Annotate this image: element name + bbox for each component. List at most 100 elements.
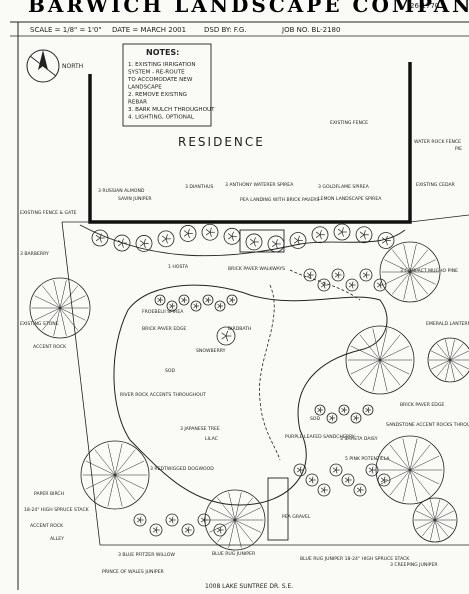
shrub-symbol (338, 404, 350, 416)
shrub-symbol (329, 463, 343, 477)
shrub-symbol (303, 268, 317, 282)
shrub-symbol (353, 483, 367, 497)
plant-label-russian-almond: 3 RUSSIAN ALMOND (98, 188, 145, 194)
paver-walkway (259, 284, 281, 461)
plant-label-accent-rock-low: ACCENT ROCK (30, 523, 64, 529)
residence-label: RESIDENCE (178, 135, 265, 149)
plant-label-brick-paver-edge: BRICK PAVER EDGE (142, 326, 186, 332)
address-label: 1008 LAKE SUNTREE DR. S.E. (205, 583, 293, 590)
plant-label-river-rock: RIVER ROCK ACCENTS THROUGHOUT (120, 392, 206, 398)
shrub-symbol (179, 225, 197, 242)
plant-label-redtwig: 3 REDTWIGGED DOGWOOD (150, 466, 214, 472)
plant-label-birdbath: BIRDBATH (228, 326, 251, 332)
plant-label-sod-left: SOD (165, 368, 176, 374)
plant-label-pink-pieris: 5 PINK POTENTILLA (345, 456, 390, 462)
shrub-symbol (165, 513, 179, 527)
note-line: 3. BARK MULCH THROUGHOUT (128, 107, 215, 113)
tree-symbol (345, 325, 415, 395)
plant-label-brick-paver-walkways: BRICK PAVER WALKWAYS (228, 266, 285, 272)
plant-label-snowberry: SNOWBERRY (196, 348, 226, 354)
lawn-outline (113, 284, 388, 506)
plant-label-anthony-waterer: 3 ANTHONY WATERER SPIREA (225, 182, 294, 188)
shrub-symbol (345, 278, 359, 292)
shrub-symbol (181, 523, 195, 537)
plant-label-blue-pfitzer: 3 BLUE PFITZER WILLOW (118, 552, 175, 558)
shrub-symbol (135, 235, 153, 252)
note-line: TO ACCOMODATE NEW (127, 77, 193, 83)
shrub-symbol (359, 268, 373, 282)
shrub-symbol (133, 513, 147, 527)
plant-label-lemon-landscape: LEMON LANDSCAPE SPIREA (318, 196, 382, 202)
paver-walkway-2 (289, 269, 361, 301)
plant-label-accent-rock: ACCENT ROCK (33, 344, 67, 350)
shrub-symbol (317, 483, 331, 497)
shrub-symbol (213, 523, 227, 537)
plant-label-barberry: 3 BARBERRY (20, 251, 49, 257)
shrub-symbol (154, 294, 166, 306)
north-arrow-icon (26, 49, 60, 83)
shrub-symbol (305, 473, 319, 487)
plant-label-lilac: LILAC (205, 436, 218, 442)
tree-symbol (412, 497, 458, 543)
plant-label-brick-paver-edge-r: BRICK PAVER EDGE (400, 402, 444, 408)
shrub-symbol (113, 234, 131, 252)
phone-number: 26-1770 (410, 2, 439, 10)
plant-label-blue-rug: BLUE RUG JUNIPER (212, 551, 256, 557)
shrub-symbol (326, 412, 338, 424)
shrub-symbol (201, 223, 219, 241)
plant-label-pea-landing: PEA LANDING WITH BRICK PAVERS (240, 197, 319, 203)
plant-label-froebeli: FROEBELII SPIREA (142, 309, 184, 315)
company-title: BARWICH LANDSCAPE COMPANY (28, 0, 469, 17)
shrub-symbol (333, 223, 351, 241)
tree-symbol (80, 440, 150, 510)
note-line: LANDSCAPE (128, 85, 162, 91)
notes-title: NOTES: (146, 48, 179, 57)
shrub-symbol (293, 463, 307, 477)
note-line: REBAR (128, 100, 147, 106)
plant-label-sandstone: SANDSTONE ACCENT ROCKS THROUGHOUT (386, 422, 469, 428)
residence-outline (88, 62, 412, 224)
note-line: SYSTEM - RE-ROUTE (128, 70, 185, 76)
shrub-symbol (245, 233, 263, 251)
shrub-symbol (355, 226, 373, 244)
plant-label-prince-wales: PRINCE OF WALES JUNIPER (102, 569, 164, 575)
landing-pad (239, 229, 285, 253)
plant-label-pea-gravel: PEA GRAVEL (282, 514, 311, 520)
shrub-symbol (223, 227, 241, 245)
plant-label-existing-fence-top: EXISTING FENCE (330, 120, 368, 126)
shrub-symbol (216, 326, 236, 346)
plant-label-high-bush: 18-24" HIGH SPRUCE STACK (24, 507, 90, 513)
plant-label-emerald: EMERALD LANTERN (426, 321, 469, 327)
shrub-symbol (350, 412, 362, 424)
shrub-symbol (267, 235, 285, 253)
note-line: 4. LIGHTING, OPTIONAL (128, 115, 195, 121)
shrub-symbol (331, 268, 345, 282)
shrub-symbol (365, 463, 379, 477)
plant-label-existing-stone: EXISTING STONE (20, 321, 59, 327)
tree-symbol (427, 337, 469, 383)
plant-label-japanese-tree: 3 JAPANESE TREE (180, 426, 220, 432)
plant-label-dianthus: 3 DIANTHUS (185, 184, 213, 190)
property-boundary (61, 214, 469, 546)
plant-label-paper-birch: PAPER BIRCH (34, 491, 64, 497)
plant-label-comp-pine: 3 COMPACT MUGHO PINE (400, 268, 458, 274)
shrub-symbol (166, 300, 178, 312)
shrub-symbol (149, 523, 163, 537)
plant-label-goldflame: 3 GOLDFLAME SPIREA (318, 184, 370, 190)
shrub-symbol (197, 513, 211, 527)
shrub-symbol (202, 294, 214, 306)
shrub-symbol (91, 229, 109, 247)
shrub-symbol (311, 226, 329, 244)
scale-label: SCALE = 1/8" = 1'0" (30, 26, 102, 34)
plant-label-blue-rug-2: BLUE RUG JUNIPER 18-24" HIGH SPRUCE STAC… (300, 556, 410, 562)
plant-label-water-rock-fence: WATER ROCK FENCE (414, 139, 461, 145)
plant-label-shasta: 3 SHASTA DAISY (340, 436, 378, 442)
shrub-symbol (190, 300, 202, 312)
tree-symbol (204, 489, 266, 551)
drawn-by-label: DSD BY: F.G. (204, 26, 247, 34)
plant-label-sod-right: SOD (310, 416, 321, 422)
